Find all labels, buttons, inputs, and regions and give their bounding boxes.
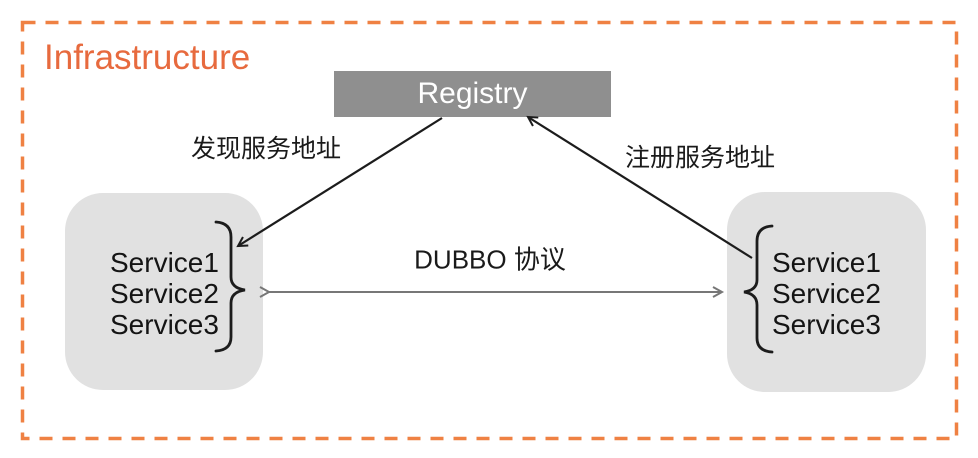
provider-left-service-list: Service1 Service2 Service3 [110, 247, 219, 340]
service-item: Service2 [110, 278, 219, 309]
infrastructure-title: Infrastructure [44, 38, 251, 77]
registry-label: Registry [417, 77, 528, 110]
provider-right-service-list: Service1 Service2 Service3 [772, 247, 881, 340]
register-service-address-label: 注册服务地址 [624, 144, 776, 172]
dubbo-protocol-label: DUBBO 协议 [414, 244, 566, 275]
registry-node: Registry [334, 71, 611, 117]
service-item: Service3 [110, 309, 219, 340]
service-item: Service1 [772, 247, 881, 278]
service-item: Service3 [772, 309, 881, 340]
service-item: Service1 [110, 247, 219, 278]
discover-service-address-label: 发现服务地址 [190, 135, 342, 163]
service-item: Service2 [772, 278, 881, 309]
